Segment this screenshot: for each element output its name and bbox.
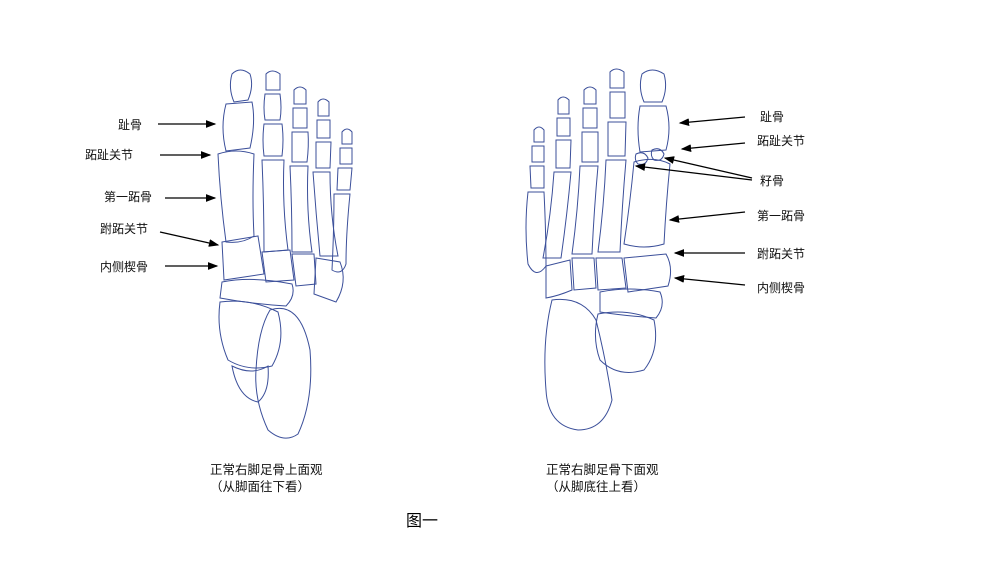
left-foot-bones <box>217 69 353 439</box>
label-tmt-joint: 跗跖关节 <box>100 222 149 236</box>
label-medial-cuneiform: 内侧楔骨 <box>100 260 149 274</box>
right-metatarsal-4 <box>542 171 572 259</box>
left-caption-title: 正常右脚足骨上面观 <box>210 462 323 477</box>
arrow-sesamoid-1 <box>663 156 753 179</box>
right-navicular <box>599 288 663 319</box>
label-mtp-joint: 跖趾关节 <box>757 134 806 148</box>
right-calcaneus <box>544 298 613 431</box>
label-mtp-joint: 跖趾关节 <box>85 148 134 162</box>
right-sesamoid-1 <box>650 148 665 161</box>
right-foot-bones <box>525 68 672 431</box>
right-metatarsal-1 <box>623 158 671 248</box>
label-tmt-joint: 跗跖关节 <box>757 247 806 261</box>
arrow-phalanges <box>678 116 746 127</box>
label-medial-cuneiform: 内侧楔骨 <box>757 281 806 295</box>
right-medial-cuneiform <box>623 253 672 293</box>
arrow-medial-cuneiform <box>673 275 746 286</box>
left-metatarsal-2 <box>261 159 289 253</box>
left-metatarsal-4 <box>312 171 339 257</box>
left-metatarsal-1 <box>217 150 255 243</box>
arrow-tmt-joint <box>159 231 220 247</box>
label-sesamoid: 籽骨 <box>760 174 785 188</box>
left-arrows <box>158 120 220 270</box>
right-caption-subtitle: （从脚底往上看） <box>546 479 647 494</box>
left-metatarsal-3 <box>289 165 313 253</box>
arrow-sesamoid-2 <box>634 163 753 181</box>
right-hallux-proximal <box>637 105 670 153</box>
left-talus <box>218 300 282 369</box>
left-calcaneus <box>255 308 312 439</box>
label-phalanges: 趾骨 <box>760 110 785 124</box>
right-talus <box>594 311 657 373</box>
label-first-metatarsal: 第一跖骨 <box>104 190 153 204</box>
left-navicular <box>219 278 294 307</box>
left-hallux-proximal <box>222 101 255 152</box>
right-sesamoid-2 <box>634 152 649 165</box>
right-metatarsal-2 <box>597 159 627 253</box>
left-hallux-distal <box>229 69 253 103</box>
right-metatarsal-3 <box>571 165 599 255</box>
label-first-metatarsal: 第一跖骨 <box>757 209 806 223</box>
figure-label: 图一 <box>406 511 439 530</box>
left-medial-cuneiform <box>221 235 265 281</box>
label-phalanges: 趾骨 <box>118 118 143 132</box>
left-caption-subtitle: （从脚面往下看） <box>210 479 311 494</box>
arrow-mtp-joint <box>680 142 746 153</box>
right-caption-title: 正常右脚足骨下面观 <box>546 462 659 477</box>
right-metatarsal-5 <box>525 191 547 273</box>
right-arrows <box>634 116 753 286</box>
right-hallux-distal <box>639 69 667 103</box>
arrow-first-metatarsal <box>668 211 746 223</box>
left-metatarsal-5 <box>331 193 351 273</box>
